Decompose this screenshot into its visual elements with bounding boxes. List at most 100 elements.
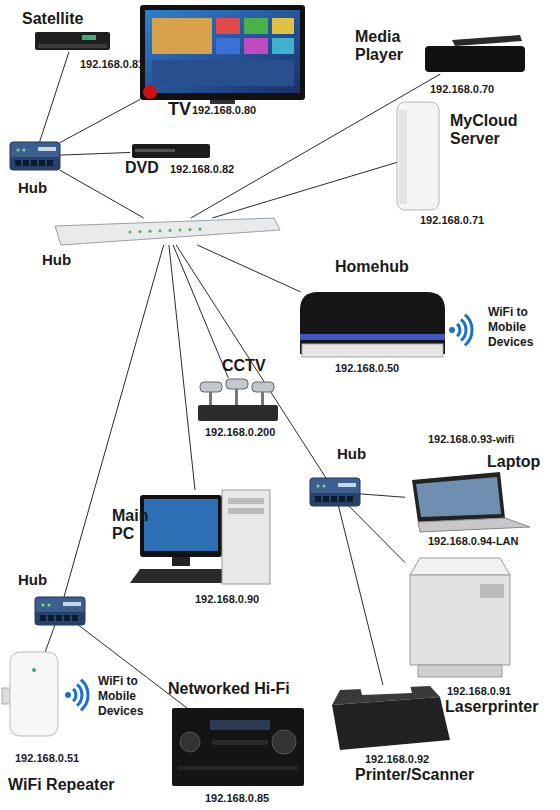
network-cable [169,245,195,490]
satellite-front [38,44,107,48]
repeater-plug [2,688,11,704]
router-base [302,344,443,357]
ip-address: 192.168.0.85 [205,792,269,804]
satellite-box [35,32,110,50]
tv-tile [272,38,294,54]
switch-led [198,228,201,231]
ip-address: 192.168.0.70 [430,83,494,95]
switch-led [168,229,171,232]
device-node: Satellite192.168.0.81 [35,30,110,52]
switch-led [148,230,151,233]
scanner-lid [332,686,440,705]
hub-node: Hub [55,218,280,245]
server-side [399,110,407,204]
network-cable [60,152,130,155]
printer-top [410,558,510,575]
device-node: WiFi to Mobile Devices192.168.0.51WiFi R… [2,652,58,736]
tv-tile [216,38,240,54]
device-node: 192.168.0.91Laserprinter [405,558,515,678]
camera [200,382,222,392]
printer-scanner [332,685,450,750]
network-cable [212,162,397,218]
network-cable [60,170,144,218]
monitor [140,495,222,557]
ip-address: 192.168.0.200 [205,426,275,438]
home-router [300,292,445,357]
device-node: Main PC192.168.0.90 [130,490,270,584]
tv-screen [145,10,300,93]
device-name: Printer/Scanner [355,766,474,784]
hub-node: Hub [310,478,360,506]
camera [226,379,248,389]
network-cable [338,506,382,685]
camera-mount [235,389,238,405]
dvd-body [132,144,210,158]
network-cable [197,245,301,292]
device-node: 192.168.0.92Printer/Scanner [332,685,450,750]
wifi-note: WiFi to Mobile Devices [98,674,154,719]
switch-led [128,230,131,233]
device-name: WiFi Repeater [8,776,115,794]
hub-name: Hub [18,180,47,197]
device-name: TV [168,100,191,120]
hub-icon [35,597,85,625]
hifi-buttons [212,740,268,745]
wifi-symbol [449,315,472,346]
camera [252,382,274,392]
player-body [425,46,525,72]
hub-icon [10,142,60,170]
device-node: 192.168.0.93-wifiLaptop192.168.0.94-LAN [405,472,530,532]
device-name: Laptop [487,453,540,471]
switch-led [138,230,141,233]
main-switch [55,218,280,245]
router-band [300,334,445,340]
repeater-led [32,668,36,672]
dvd-player [132,144,210,158]
tv-tile [244,18,268,34]
ip-address: 192.168.0.92 [365,753,429,765]
hub-node: Hub [10,142,60,170]
ip-address: 192.168.0.71 [420,214,484,226]
tv-tile [272,18,294,34]
drive-bay [228,508,264,514]
hifi-knob [272,730,296,754]
wifi-wave [465,315,472,346]
cctv-kit [198,379,278,421]
camera-mount [261,392,264,405]
device-name: Laserprinter [445,698,538,716]
tv-tile [152,18,212,54]
ip-address: 192.168.0.81 [80,58,144,70]
device-node: DVD192.168.0.82 [130,142,210,160]
device-name: Networked Hi-Fi [168,680,290,698]
ip-address: 192.168.0.50 [335,362,399,374]
server-body [397,102,439,210]
switch-led [158,229,161,232]
ip-address: 192.168.0.93-wifi [428,433,514,445]
laser-printer [410,558,510,677]
wifi-dot [449,327,455,333]
printer-body [410,575,510,665]
device-node: CCTV192.168.0.200 [195,378,280,422]
router-body [300,292,445,354]
cloud-server [397,102,439,210]
ip-address: 192.168.0.82 [170,163,234,175]
device-node: Media Player192.168.0.70 [420,34,530,74]
dvd-tray [135,149,175,152]
hub-name: Hub [42,252,71,269]
hub-node: Hub [35,597,85,625]
wifi-wave [461,319,466,340]
network-cable [349,506,405,563]
hub-name: Hub [18,572,47,589]
hub-name: Hub [337,446,366,463]
repeater-body [10,652,58,736]
laptop-base [418,518,530,532]
device-name: Main PC [112,507,157,542]
network-cable [45,625,55,652]
drive-bay [228,498,264,504]
device-name: Satellite [22,10,83,28]
camera-mount [209,392,212,405]
device-name: DVD [125,159,159,177]
device-name: MyCloud Server [450,112,530,147]
tv-set [140,5,305,104]
printer-panel [480,584,504,598]
